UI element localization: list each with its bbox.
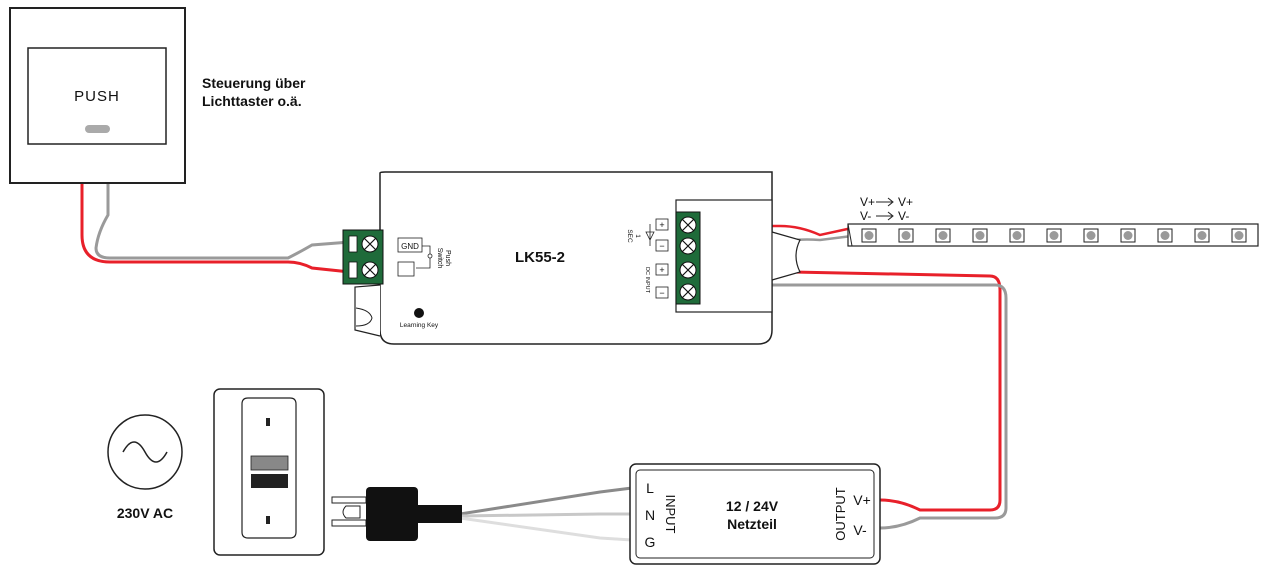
- plug-body: [366, 487, 418, 541]
- psu-pin-vplus: V+: [853, 492, 871, 508]
- wires: [80, 182, 1008, 542]
- psu-title-2: Netzteil: [727, 516, 777, 532]
- psu-pin-g: G: [645, 534, 656, 550]
- led-emitter: [1049, 231, 1059, 240]
- gnd-box: [397, 237, 423, 253]
- psu-pin-n: N: [645, 507, 655, 523]
- wire-plug-g: [459, 516, 633, 542]
- test-button: [250, 455, 289, 471]
- gnd-label: GND: [401, 242, 419, 251]
- wall-outlet: [213, 388, 325, 556]
- wire-switch-red: [80, 182, 351, 274]
- left-mounting-ear: [354, 284, 381, 337]
- led-emitter: [1160, 231, 1170, 240]
- controller-model: LK55-2: [515, 249, 565, 266]
- wire-psu-red: [697, 268, 1002, 512]
- push-switch: PUSH: [9, 7, 186, 184]
- led-emitter: [938, 231, 948, 240]
- strip-line2-to: V-: [898, 209, 909, 223]
- strip-line2-from: V-: [860, 209, 871, 223]
- led-strip: [847, 223, 1259, 247]
- svg-text:−: −: [659, 288, 664, 298]
- switch-caption-line1: Steuerung über: [202, 75, 306, 91]
- wire-strip-red: [698, 224, 853, 237]
- switch-indicator: [85, 125, 110, 133]
- switch-caption-line2: Lichttaster o.ä.: [202, 93, 302, 109]
- wire-switch-gray: [94, 182, 351, 260]
- psu-pin-vminus: V-: [853, 522, 867, 538]
- plug-prong: [331, 519, 367, 527]
- switch-symbol-box: [397, 261, 415, 277]
- ac-source-label: 230V AC: [117, 505, 173, 521]
- ac-source: [107, 414, 183, 490]
- power-supply: L N G INPUT 12 / 24V Netzteil OUTPUT V+ …: [629, 463, 881, 565]
- sine-wave-icon: [122, 441, 168, 463]
- arrow-1: [876, 197, 894, 207]
- dc-input-label: DC INPUT: [644, 267, 650, 294]
- psu-title-1: 12 / 24V: [726, 498, 779, 514]
- led-chips: [861, 228, 1247, 243]
- sec-number: 1: [634, 234, 641, 238]
- wire-plug-l: [459, 486, 633, 516]
- controller-housing: [379, 171, 773, 345]
- push-label: PUSH: [74, 88, 120, 105]
- arrow-2: [876, 211, 894, 221]
- psu-output-label: OUTPUT: [833, 487, 848, 541]
- output-screws: [679, 216, 697, 301]
- led-emitter: [864, 231, 874, 240]
- wire-plug-n: [459, 512, 632, 518]
- psu-inner: [635, 469, 875, 559]
- controller: GND Push Switch Learning Key LK55-2 + −: [342, 171, 801, 345]
- led-emitter: [1197, 231, 1207, 240]
- strip-line1-from: V+: [860, 195, 875, 209]
- svg-text:+: +: [659, 265, 664, 275]
- strip-line1-to: V+: [898, 195, 913, 209]
- led-emitter: [1123, 231, 1133, 240]
- plug-prong: [331, 496, 367, 504]
- led-emitter: [1012, 231, 1022, 240]
- learning-key-label: Learning Key: [400, 322, 439, 329]
- push-switch-label-1: Push: [444, 250, 451, 266]
- push-switch-label-2: Switch: [436, 248, 443, 269]
- plug: [331, 487, 462, 541]
- led-emitter: [901, 231, 911, 240]
- psu-input-label: INPUT: [663, 495, 678, 534]
- plug-ground-pin: [342, 505, 361, 519]
- led-emitter: [1086, 231, 1096, 240]
- learning-key-button: [414, 308, 424, 318]
- reset-button: [251, 474, 288, 488]
- psu-pin-l: L: [646, 480, 654, 496]
- led-emitter: [1234, 231, 1244, 240]
- svg-text:+: +: [659, 220, 664, 230]
- right-mounting-ear: [771, 231, 801, 281]
- svg-text:−: −: [659, 241, 664, 251]
- led-emitter: [975, 231, 985, 240]
- sec-label: SEC: [626, 229, 633, 243]
- plug-strain-relief: [418, 505, 462, 523]
- wire-psu-gray: [697, 283, 1008, 530]
